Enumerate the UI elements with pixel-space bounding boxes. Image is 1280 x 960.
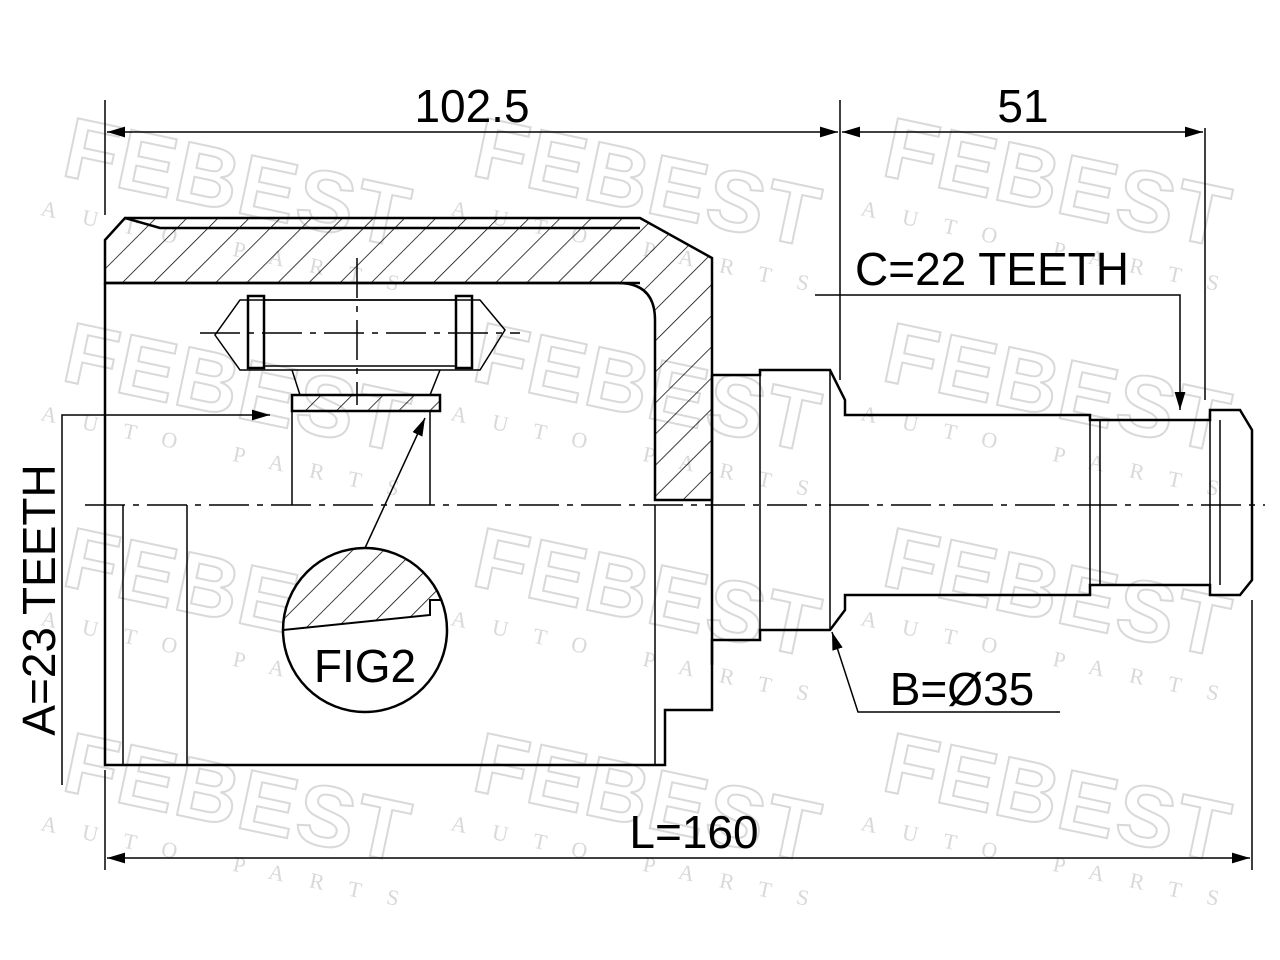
watermark-tile: FEBEST AUTO PARTS — [859, 714, 1247, 917]
dimension-total-length: L=160 — [104, 600, 1253, 870]
spline-c-callout: C=22 TEETH — [815, 243, 1186, 410]
shaft-outline — [710, 368, 1254, 665]
watermark-tile: FEBEST AUTO PARTS — [449, 509, 837, 712]
spline-b-callout: B=Ø35 — [831, 631, 1060, 715]
spline-a-label: A=23 TEETH — [13, 464, 65, 735]
dimension-label-51: 51 — [997, 80, 1048, 132]
bearing-detail — [200, 258, 520, 505]
spline-c-label: C=22 TEETH — [855, 243, 1129, 295]
dimension-label-102-5: 102.5 — [414, 80, 529, 132]
watermark-tile: FEBEST AUTO PARTS — [449, 304, 837, 507]
fig2-label: FIG2 — [314, 640, 416, 692]
fig2-detail-circle: FIG2 — [281, 546, 449, 714]
housing-section-hatch — [103, 216, 714, 502]
dimension-shaft-length: 51 — [842, 80, 1206, 400]
fig2-leader — [364, 417, 426, 549]
spline-b-label: B=Ø35 — [890, 663, 1035, 715]
watermark-tile: FEBEST AUTO PARTS — [859, 304, 1247, 507]
spline-a-callout: A=23 TEETH — [13, 409, 270, 785]
watermark-tile: FEBEST AUTO PARTS — [39, 714, 427, 917]
dimension-body-length: 102.5 — [104, 80, 841, 380]
dimension-label-total: L=160 — [629, 806, 758, 858]
